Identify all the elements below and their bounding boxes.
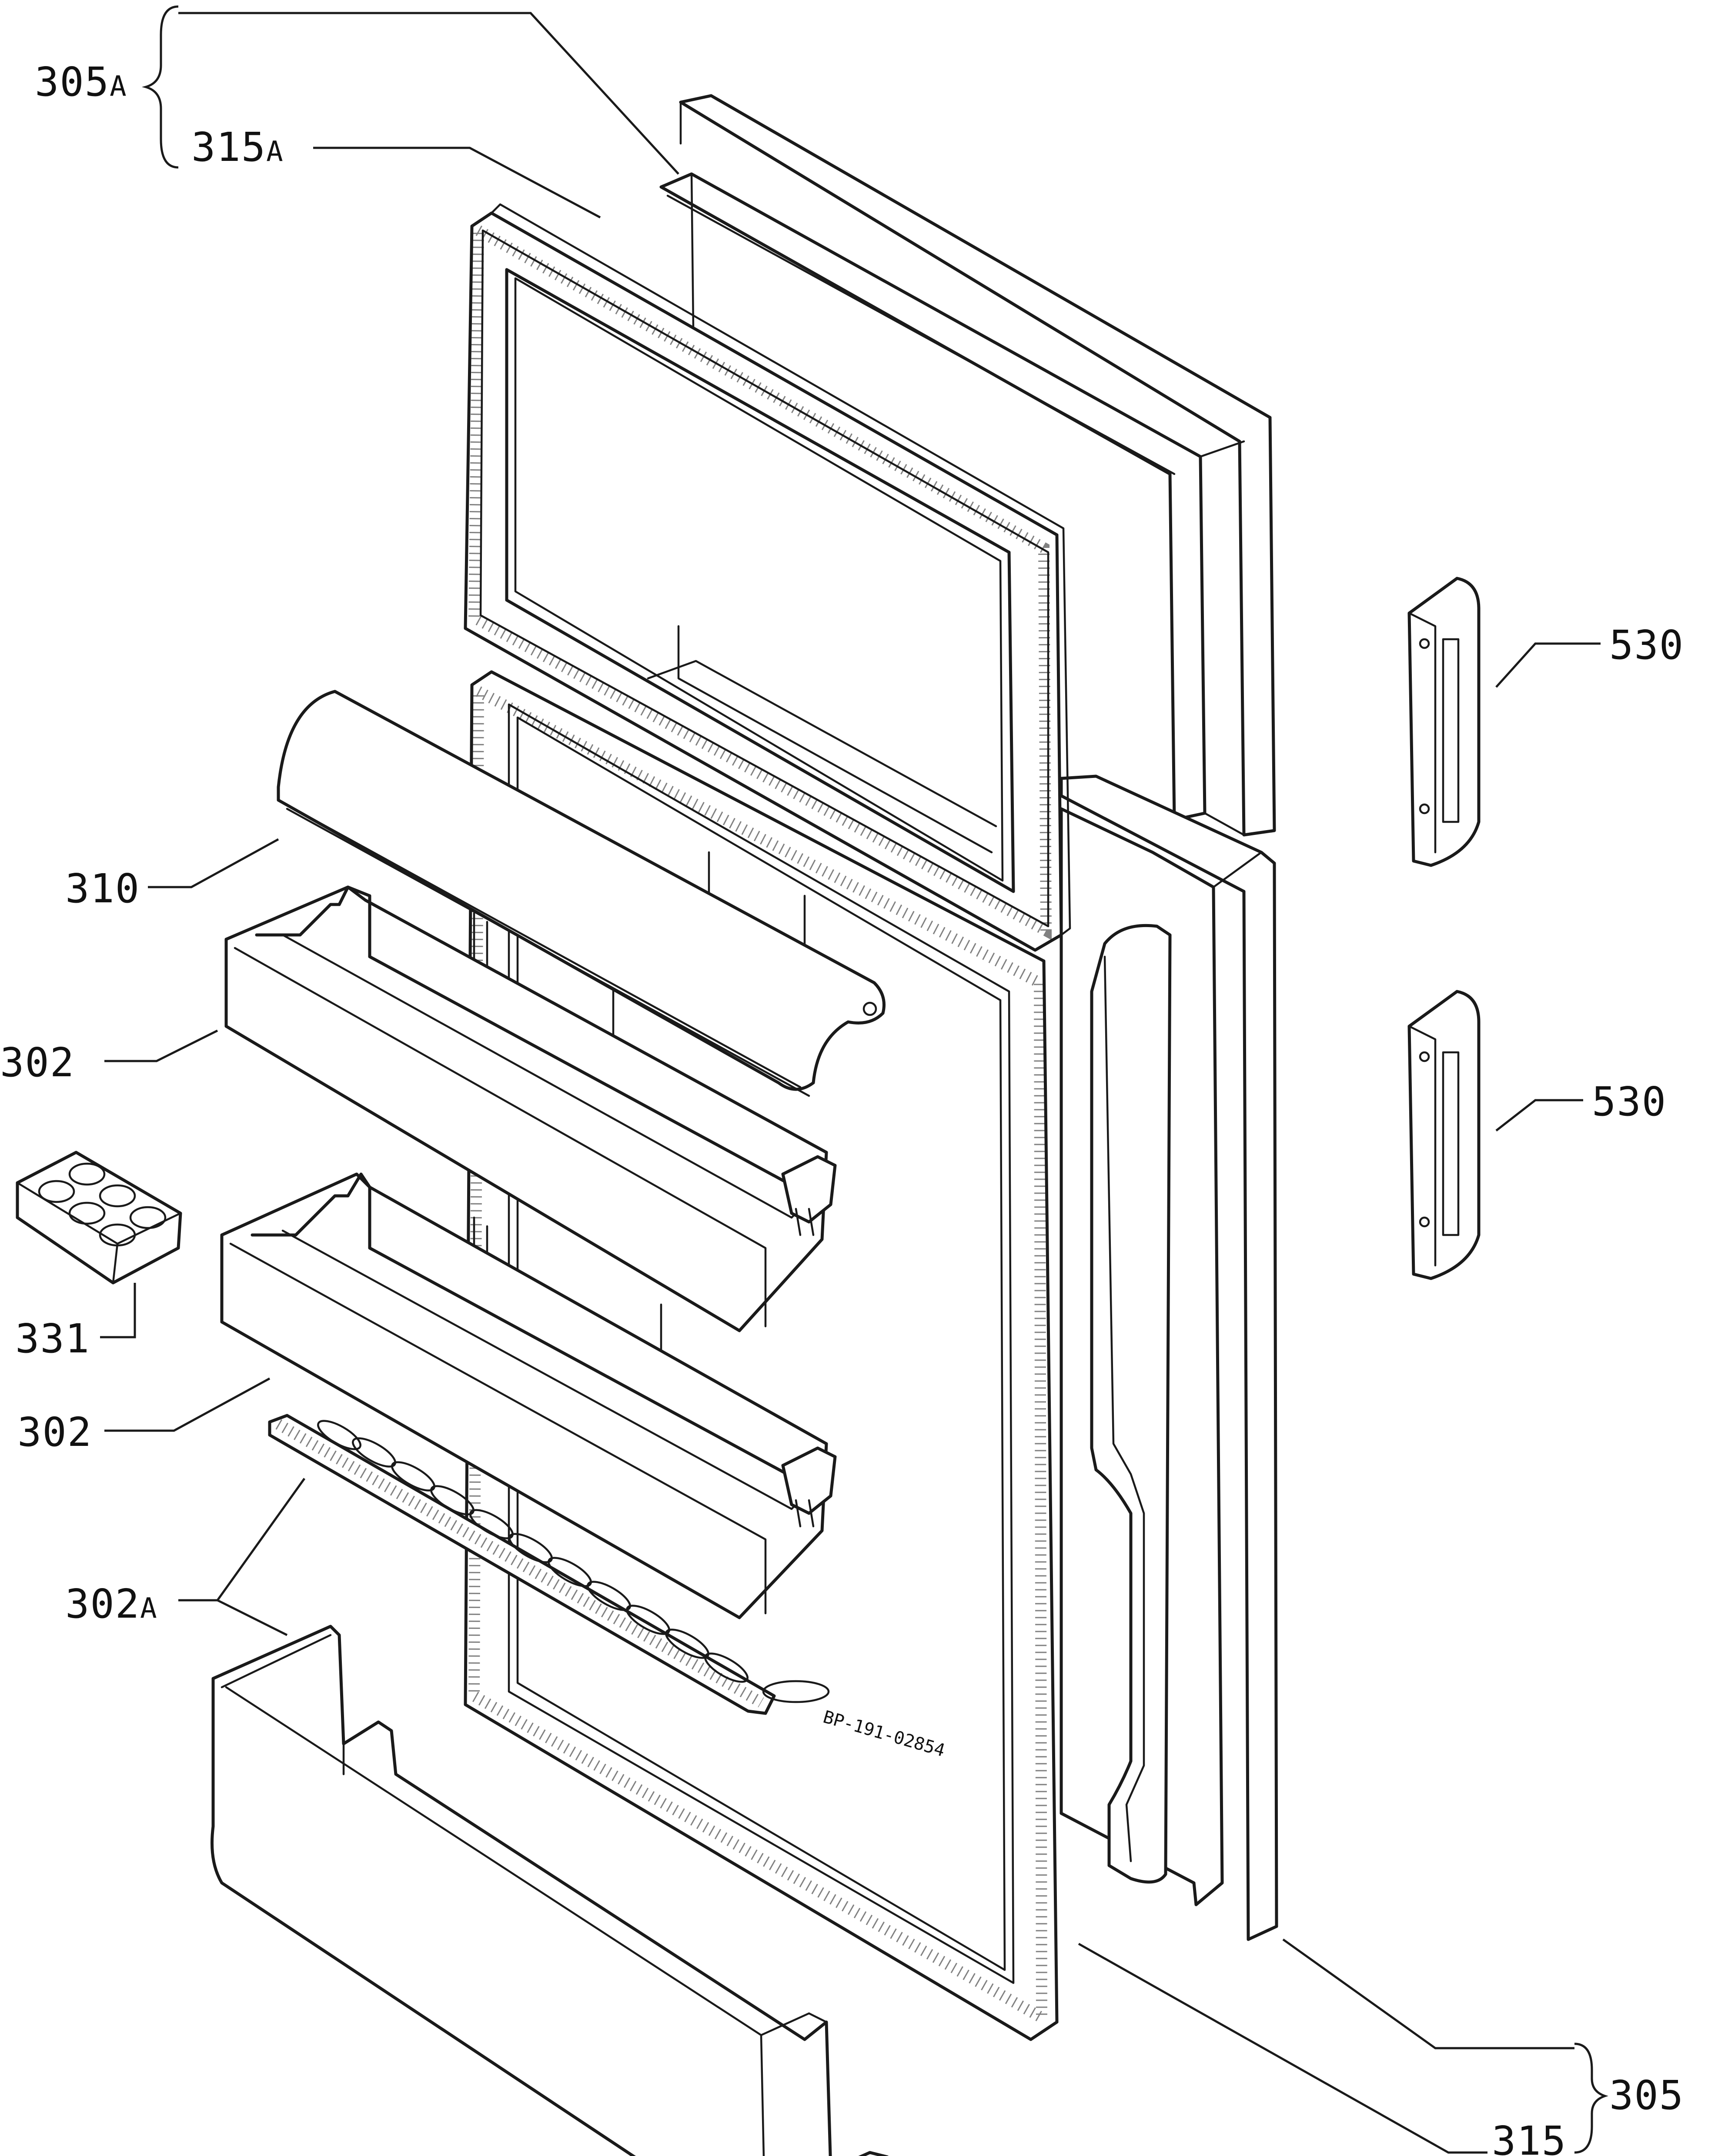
- bottle-retainer: [268, 1414, 830, 1715]
- freezer-gasket: [464, 203, 1071, 952]
- egg-tray: [16, 1151, 182, 1285]
- label-305: 305: [1609, 2072, 1684, 2119]
- label-530-upper: 530: [1609, 622, 1684, 668]
- label-315A: 315A: [191, 124, 284, 170]
- door-shelf-upper: [224, 885, 837, 1332]
- label-331: 331: [15, 1315, 90, 1362]
- label-302A: 302A: [65, 1581, 158, 1627]
- freezer-door-panel: [659, 94, 1276, 837]
- label-310: 310: [65, 865, 140, 912]
- fridge-door-panel: [1060, 774, 1278, 1941]
- leader-lines: [100, 5, 1608, 2154]
- label-302-upper: 302: [0, 1039, 75, 1086]
- door-shelf-middle: [220, 1172, 837, 1619]
- label-302-middle: 302: [17, 1409, 92, 1455]
- dairy-shelf-cover: [277, 690, 886, 1097]
- label-315: 315: [1492, 2118, 1567, 2156]
- label-305A: 305A: [35, 59, 127, 105]
- hinge-cover-lower: [1407, 990, 1481, 1280]
- hinge-cover-upper: [1407, 577, 1481, 867]
- door-bin-bottom: [211, 1625, 889, 2156]
- part-labels: 305A 315A 310 302 331 302 302A 530 530 3…: [0, 59, 1684, 2156]
- label-530-lower: 530: [1592, 1078, 1667, 1125]
